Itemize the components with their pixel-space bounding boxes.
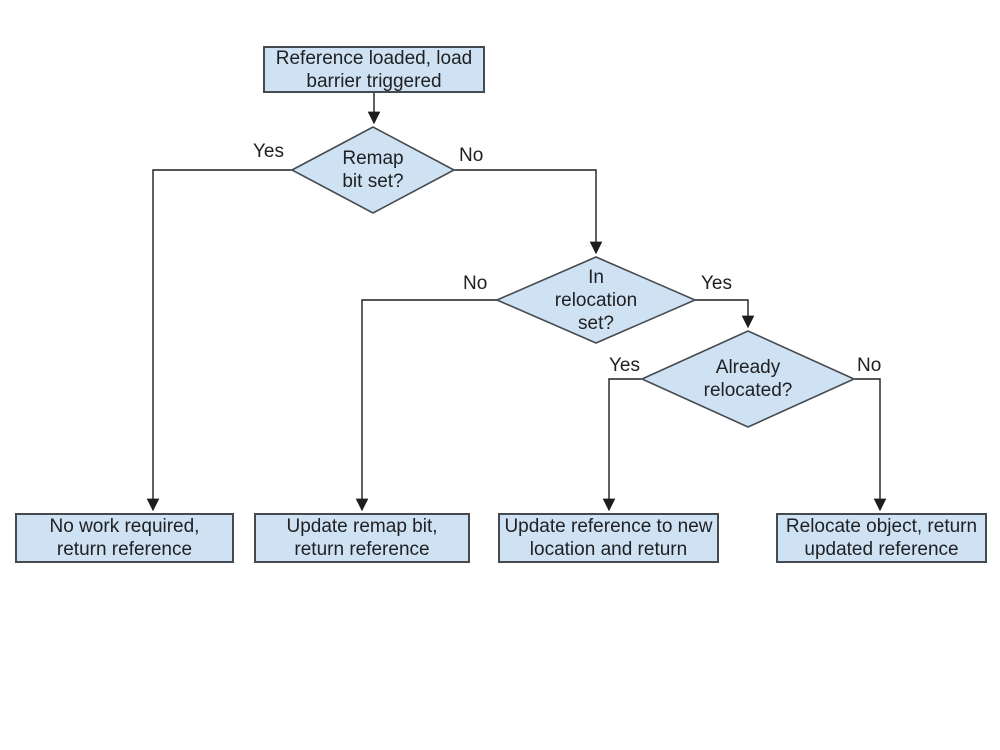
edge-label-already-no: No — [857, 355, 882, 376]
edge-label-remap-yes: Yes — [253, 141, 284, 162]
connector-already-no — [854, 378, 887, 512]
edge-label-relocation-no: No — [463, 273, 488, 294]
edge-label-already-yes: Yes — [609, 355, 640, 376]
connector-relocation-no — [355, 299, 497, 512]
node-outcome-no-work-required: No work required, return reference — [15, 513, 234, 563]
decision-diamond-in-relocation-set — [494, 256, 698, 344]
decision-diamond-already-relocated — [640, 330, 856, 428]
node-start: Reference loaded, load barrier triggered — [263, 46, 485, 93]
edge-label-remap-no: No — [459, 145, 484, 166]
node-start-label: Reference loaded, load barrier triggered — [275, 47, 473, 92]
decision-diamond-remap-bit — [290, 126, 456, 214]
node-outcome-update-remap-bit: Update remap bit, return reference — [254, 513, 470, 563]
edge-label-relocation-yes: Yes — [701, 273, 732, 294]
node-outcome-relocate-object: Relocate object, return updated referenc… — [776, 513, 987, 563]
node-outcome-update-reference: Update reference to new location and ret… — [498, 513, 719, 563]
connector-relocation-yes — [695, 299, 755, 329]
connector-already-yes — [602, 378, 642, 512]
connector-remap-yes — [146, 169, 292, 512]
connector-remap-no — [454, 169, 603, 255]
